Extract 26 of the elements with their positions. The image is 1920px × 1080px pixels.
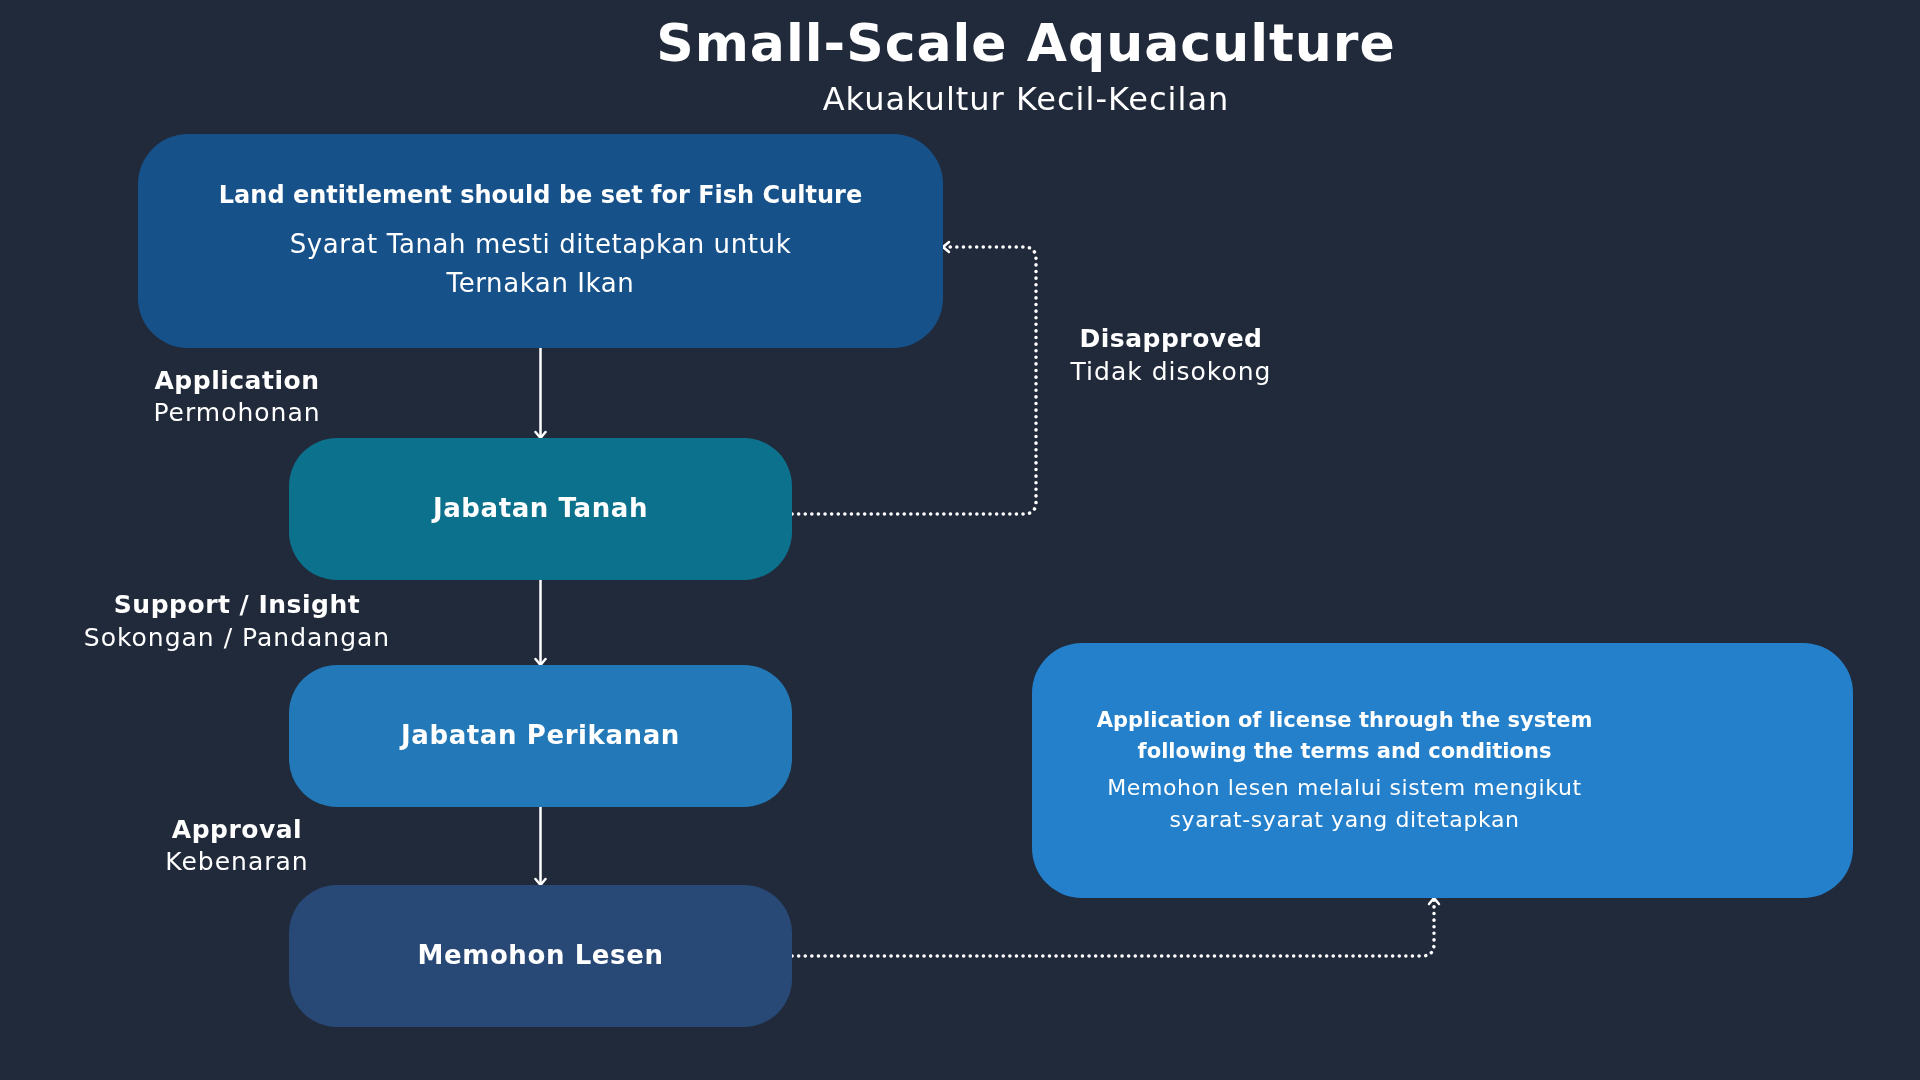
rounded-box [289,438,792,580]
step-label: Support / Insight [113,589,361,621]
step-label: Application [154,365,320,397]
step-label: Kebenaran [165,846,309,878]
diagram-title: Small-Scale Aquaculture [656,14,1396,74]
box-label: Jabatan Tanah [432,492,649,526]
step-label: Approval [171,814,303,846]
arrow [534,580,547,667]
rounded-box [138,134,943,348]
rounded-box [289,885,792,1027]
rounded-box [1032,643,1853,898]
step-label: Sokongan / Pandangan [83,622,391,654]
box-text: Memohon lesen melalui sistem mengikut syarat-syarat yang ditetapkan [1106,774,1583,834]
subtitle: Akuakultur Kecil-Kecilan [822,80,1230,119]
arrow [534,348,547,440]
rounded-box [289,665,792,807]
step-label: Permohonan [153,397,321,429]
box-label: Jabatan Perikanan [401,719,680,753]
arrow [534,807,547,887]
box-label: Memohon Lesen [417,939,664,973]
box-heading: Application of license through the system following the terms and conditions [1095,707,1594,765]
dotted-arrow [790,896,1441,958]
box-heading: Land entitlement should be set for Fish Culture [218,179,863,211]
box-text: Syarat Tanah mesti ditetapkan untuk Ternakan Ikan [288,228,793,301]
dotted-arrow [790,240,1038,516]
edge-label: Disapproved Tidak disokong [1070,322,1272,387]
